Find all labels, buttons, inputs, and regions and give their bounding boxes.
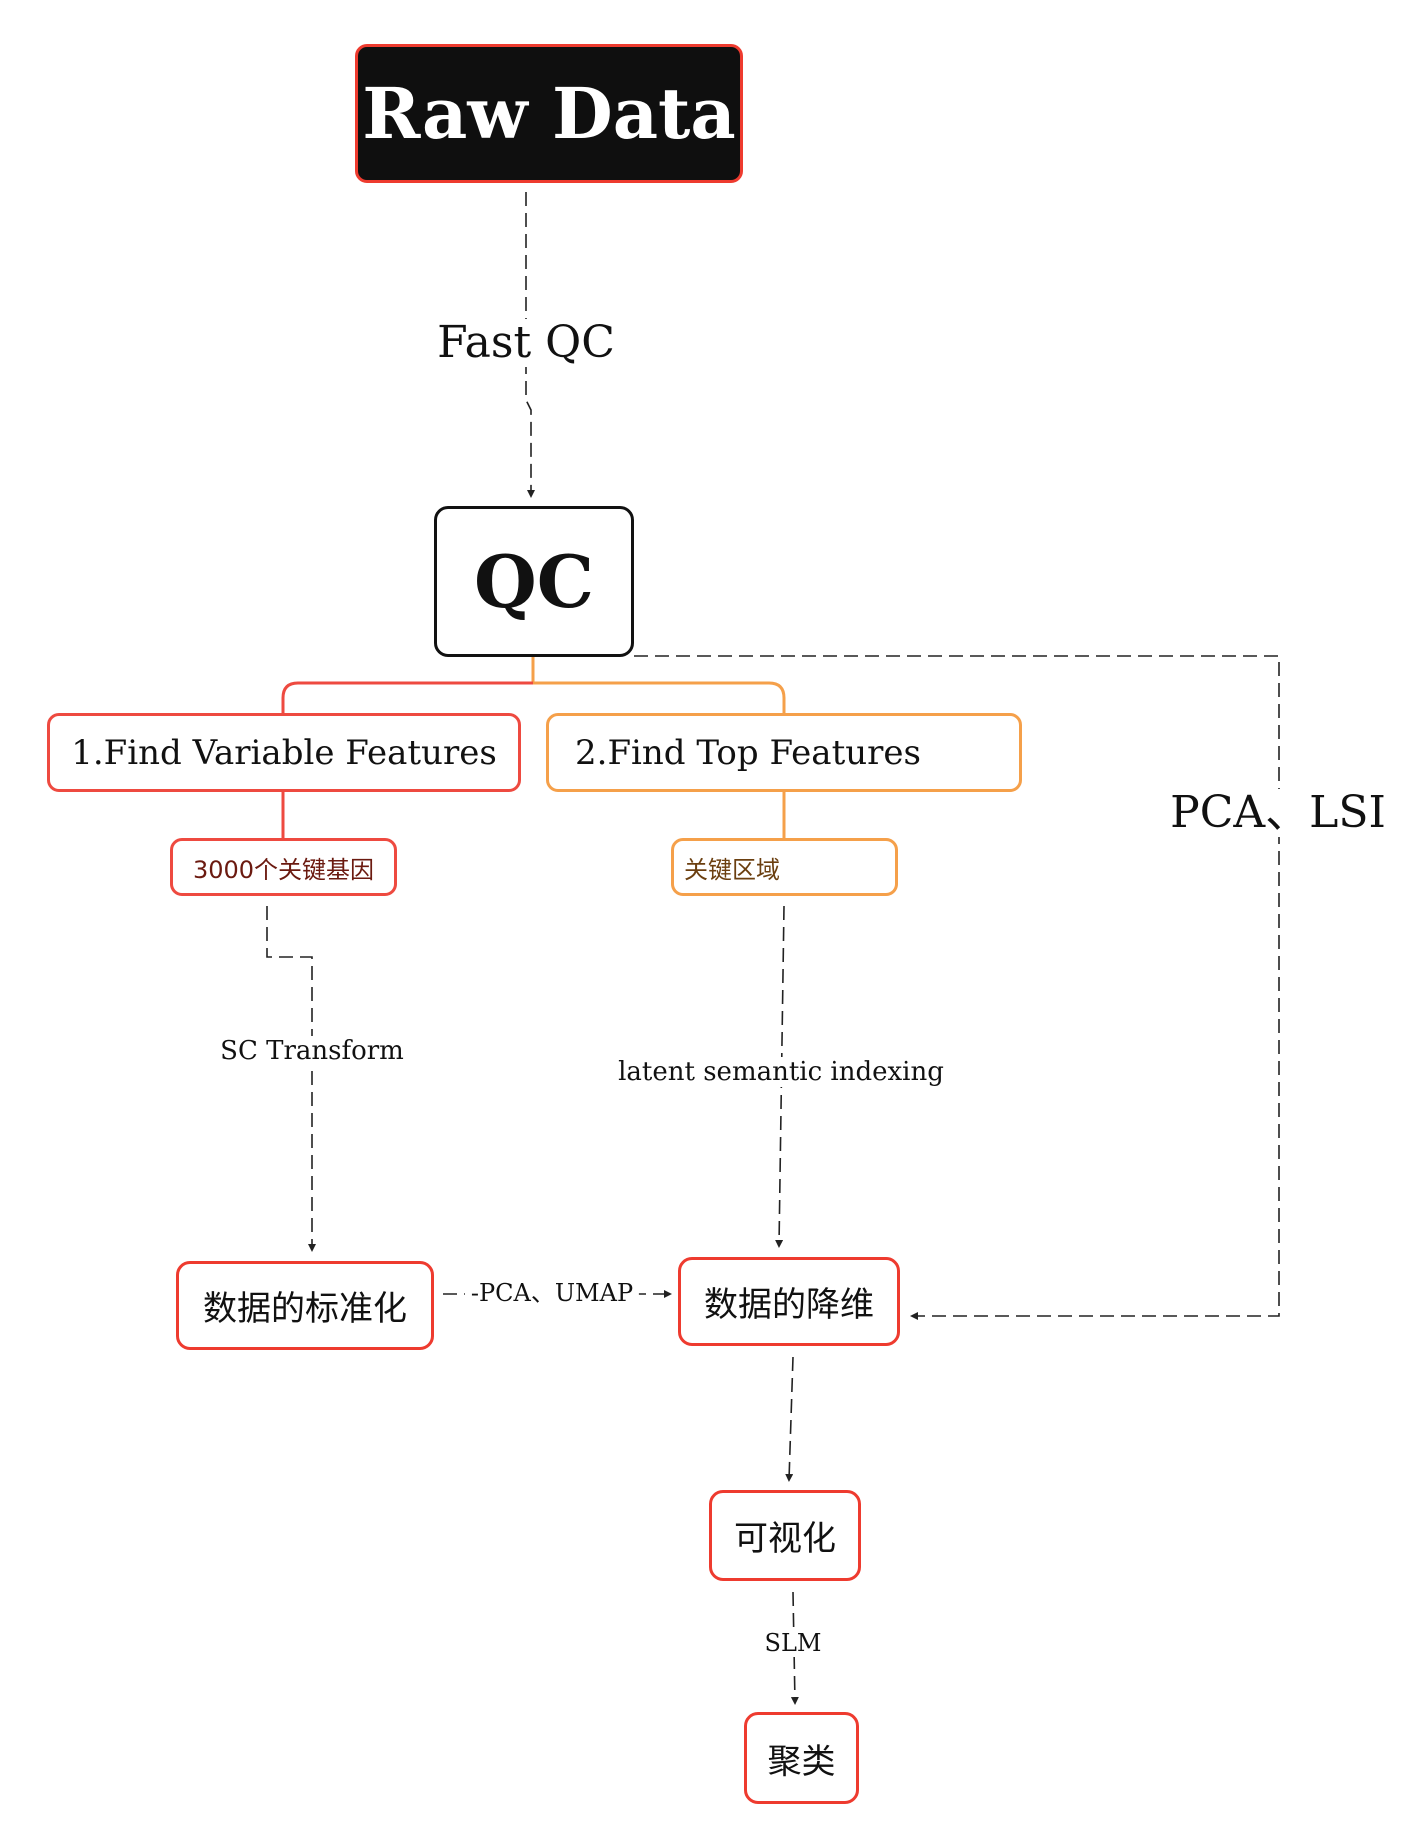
edge-qc-to-variable (281, 681, 533, 713)
edge-raw-to-qc (525, 192, 535, 498)
edge-label-slm: SLM (764, 1629, 822, 1657)
node-raw-data-label: Raw Data (362, 72, 736, 155)
edge-label-fast-qc: Fast QC (437, 317, 615, 368)
edge-genes-to-norm (266, 906, 316, 1252)
node-find-variable-features[interactable]: 1.Find Variable Features (47, 713, 521, 792)
edge-qc-to-top (533, 681, 786, 713)
node-visualization-label: 可视化 (734, 1519, 836, 1559)
node-key-genes-label: 3000个关键基因 (192, 855, 375, 884)
node-key-regions-label: 关键区域 (684, 855, 780, 884)
edge-dimred-to-vis (785, 1356, 794, 1482)
edge-label-pca-umap: -PCA、UMAP (464, 1279, 640, 1307)
node-dim-reduction[interactable]: 数据的降维 (678, 1257, 900, 1346)
node-raw-data[interactable]: Raw Data (355, 44, 743, 183)
edge-label-lsi: latent semantic indexing (618, 1057, 944, 1087)
node-key-regions[interactable]: 关键区域 (671, 838, 898, 896)
node-clustering-label: 聚类 (767, 1741, 836, 1782)
node-normalization[interactable]: 数据的标准化 (176, 1261, 434, 1350)
node-qc-label: QC (473, 539, 595, 624)
edge-label-pca-lsi: PCA、LSI (1170, 787, 1386, 838)
node-normalization-label: 数据的标准化 (203, 1289, 407, 1329)
node-key-genes[interactable]: 3000个关键基因 (170, 838, 397, 896)
node-find-top-features[interactable]: 2.Find Top Features (546, 713, 1022, 792)
edge-qc-to-dimred (634, 655, 1280, 1320)
node-find-top-features-label: 2.Find Top Features (575, 732, 921, 773)
edge-label-sc-transform: SC Transform (220, 1036, 404, 1066)
node-visualization[interactable]: 可视化 (709, 1490, 861, 1581)
node-qc[interactable]: QC (434, 506, 634, 657)
node-find-variable-features-label: 1.Find Variable Features (71, 732, 497, 773)
node-dim-reduction-label: 数据的降维 (704, 1285, 874, 1325)
node-clustering[interactable]: 聚类 (744, 1712, 859, 1804)
